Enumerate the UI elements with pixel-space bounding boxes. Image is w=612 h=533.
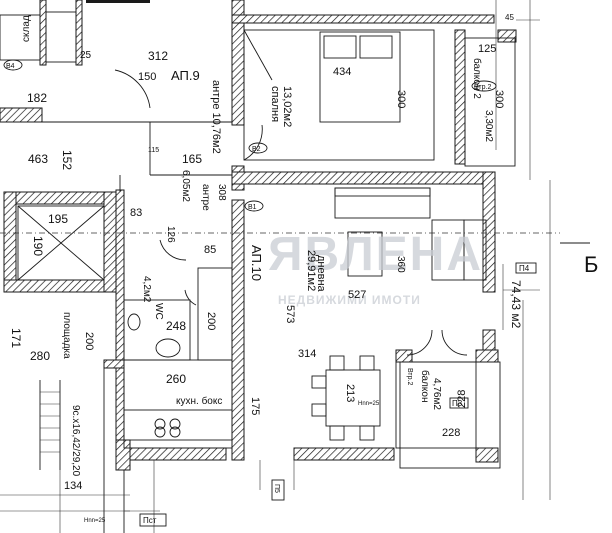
living-name: дневна — [315, 255, 327, 293]
wc-area: 4,2м2 — [141, 276, 152, 303]
tag-p4-box — [515, 262, 537, 274]
ap9-antre: антре 10,76м2 — [210, 80, 222, 154]
dimensions: 434 300 300 312 150 463 152 165 308 195 … — [9, 13, 514, 492]
dim-527: 527 — [348, 289, 366, 301]
tag-b1: В1 — [248, 204, 257, 211]
platform-label: площадка — [61, 312, 72, 359]
dim-171: 171 — [9, 328, 23, 348]
antre-name: антре — [200, 184, 211, 211]
living-area: 29,91м2 — [305, 250, 317, 291]
room-outlines — [0, 0, 590, 533]
dim-308: 308 — [216, 184, 227, 201]
dim-248: 248 — [166, 319, 186, 333]
walls — [0, 0, 517, 471]
tag-b2: В2 — [252, 146, 261, 153]
tag-p5-box — [271, 479, 285, 501]
balcony-name: балкон — [419, 370, 431, 402]
kitchen-label: кухн. бокс — [176, 395, 222, 407]
tag-vtr2-b: Втр.2 — [406, 368, 413, 385]
dim-200-a: 200 — [205, 312, 217, 330]
section-axis-b: Б — [584, 252, 598, 277]
dim-45: 45 — [505, 13, 514, 22]
tags: В4 В2 В1 Втр.2 Втр.2 П4 П3 П5 Пст Б — [3, 59, 598, 527]
watermark: ЯВЛЕНА НЕДВИЖИМИ ИМОТИ — [268, 228, 483, 307]
tag-b2-ellipse — [248, 142, 268, 154]
balcony-area: 4,76м2 — [431, 378, 442, 410]
wc-label: WC — [153, 303, 164, 320]
tag-pst: Пст — [143, 516, 157, 525]
sklad-label: склад — [21, 15, 32, 42]
dim-150: 150 — [138, 71, 156, 83]
dim-228-a: 228 — [456, 390, 468, 408]
dim-195: 195 — [48, 212, 68, 226]
ap10-label: АП.10 — [249, 245, 264, 281]
dim-125: 125 — [478, 43, 496, 55]
tag-b1-ellipse — [244, 200, 264, 212]
dim-300-b: 300 — [493, 90, 505, 108]
tag-b4-ellipse — [3, 59, 23, 71]
dim-280: 280 — [30, 349, 50, 363]
dim-213: 213 — [344, 384, 356, 402]
tag-b4: В4 — [6, 63, 15, 70]
dim-175: 175 — [249, 397, 261, 415]
dim-434: 434 — [333, 66, 351, 78]
dim-360: 360 — [395, 256, 406, 273]
dim-228-b: 228 — [442, 427, 460, 439]
tag-pst-box — [139, 513, 167, 527]
dim-314: 314 — [298, 348, 316, 360]
tag-vtr2-a-ellipse — [471, 80, 497, 92]
watermark-tagline: НЕДВИЖИМИ ИМОТИ — [278, 293, 421, 307]
ap9-label: АП.9 — [171, 68, 200, 83]
dim-573: 573 — [284, 305, 296, 323]
dim-260: 260 — [166, 372, 186, 386]
watermark-brand: ЯВЛЕНА — [268, 228, 483, 281]
tag-p4: П4 — [519, 264, 530, 273]
dim-126: 126 — [165, 226, 176, 243]
hnn-note-2: Нnn=25 — [84, 518, 106, 524]
tag-p5: П5 — [273, 484, 280, 493]
bedroom-name: спалня — [269, 86, 281, 122]
balcony2-name: балкон 2 — [471, 58, 483, 99]
dim-25: 25 — [80, 50, 92, 61]
dim-190: 190 — [31, 236, 45, 256]
dim-200-b: 200 — [83, 332, 95, 350]
tag-p3-box — [449, 397, 469, 409]
dim-300-a: 300 — [395, 90, 407, 108]
dim-115: 115 — [148, 147, 159, 154]
dim-152: 152 — [60, 150, 74, 170]
dim-312: 312 — [148, 49, 168, 63]
antre-area: 6,05м2 — [180, 170, 191, 202]
balcony2-area: 3,30м2 — [483, 110, 494, 142]
tag-p3: П3 — [452, 399, 463, 408]
dim-165: 165 — [182, 152, 202, 166]
labels: АП.9 антре 10,76м2 АП.10 74,43 м2 спалня… — [21, 15, 523, 524]
tag-vtr2-a: Втр.2 — [474, 84, 491, 91]
stairs-note: 9с.х16,42/29,20 — [70, 405, 81, 477]
ap10-area: 74,43 м2 — [509, 280, 523, 329]
hnn-note-1: Нnn=25 — [358, 401, 380, 407]
dim-182: 182 — [27, 91, 47, 105]
dim-85: 85 — [204, 244, 216, 256]
dim-463: 463 — [28, 152, 48, 166]
bedroom-area: 13,02м2 — [281, 86, 293, 127]
dim-134: 134 — [64, 480, 82, 492]
dim-83: 83 — [130, 207, 142, 219]
